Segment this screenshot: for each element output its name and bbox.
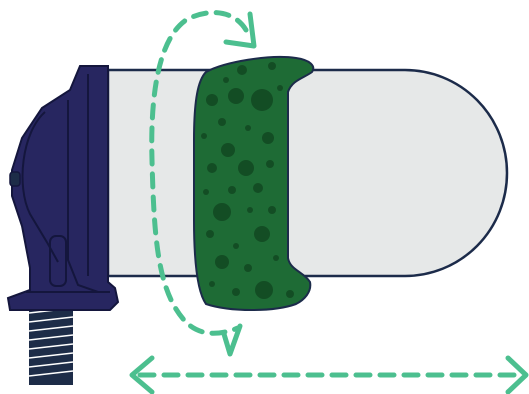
mount-bracket [6, 65, 120, 311]
curved-rotation-arrow-icon [149, 10, 257, 357]
sponge [193, 55, 315, 311]
capsule-body [106, 68, 509, 278]
double-headed-horizontal-arrow-icon [129, 355, 529, 394]
threaded-stud [28, 303, 74, 385]
